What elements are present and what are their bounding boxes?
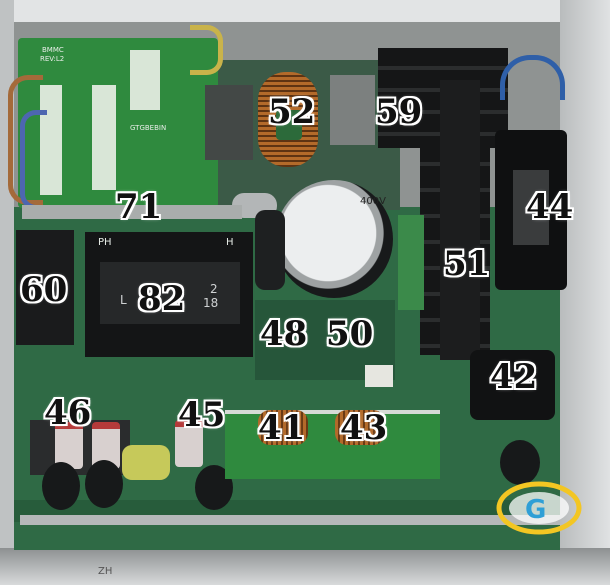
choke-core-44 <box>513 170 549 245</box>
transformer-num-a: 2 <box>210 282 218 296</box>
transformer-code: L <box>120 293 127 307</box>
cap-red-c <box>175 420 203 467</box>
x-capacitor <box>330 75 375 145</box>
transformer-num-b: 18 <box>203 296 219 310</box>
emi-copper-trace-2 <box>92 85 116 190</box>
label-48: 48 <box>260 314 308 354</box>
toroid-core-52 <box>276 110 302 140</box>
standby-transformer-60 <box>16 230 74 345</box>
case-marking: ZH <box>98 566 113 577</box>
insulation-strip-71 <box>22 205 242 219</box>
choke-42 <box>470 350 555 420</box>
chassis-top-edge <box>0 0 610 22</box>
label-45: 45 <box>178 395 226 435</box>
label-59: 59 <box>375 92 423 132</box>
heatsink-base <box>440 80 480 360</box>
connector-white <box>365 365 393 387</box>
emi-board-code: BMMC <box>42 46 64 54</box>
transformer-h: H <box>226 237 234 248</box>
ac-wire-yellow <box>190 25 223 75</box>
transformer-ph: PH <box>98 237 112 248</box>
emi-board-rev: REV:L2 <box>40 55 65 63</box>
inductor-yellow <box>122 445 170 480</box>
label-51: 51 <box>443 244 491 284</box>
cap-black-a <box>42 462 80 510</box>
ac-wire-blue <box>20 110 47 210</box>
chassis-right-wall <box>560 0 610 585</box>
cap-red-a <box>55 422 83 469</box>
label-60: 60 <box>20 270 68 310</box>
cap-black-d <box>500 440 540 485</box>
label-71: 71 <box>115 187 163 227</box>
bulk-capacitor <box>275 180 393 298</box>
svg-text:G: G <box>525 495 546 525</box>
cap-black-b <box>85 460 123 508</box>
bulk-cap-dark <box>255 210 285 290</box>
emi-copper-trace-3 <box>130 50 160 110</box>
inductor-43 <box>335 410 385 445</box>
bulk-cap-voltage: 400V <box>360 196 386 207</box>
label-82: 82 <box>138 279 186 319</box>
wire-blue-right <box>500 55 565 100</box>
label-41: 41 <box>258 408 306 448</box>
label-50: 50 <box>326 314 374 354</box>
pcb-rear-strip <box>20 515 560 525</box>
label-43: 43 <box>340 408 388 448</box>
label-42: 42 <box>490 357 538 397</box>
transformer-core-82 <box>100 262 240 324</box>
chassis-bottom-edge <box>0 548 610 585</box>
label-44: 44 <box>526 187 574 227</box>
label-46: 46 <box>44 393 92 433</box>
relay-box <box>205 85 253 160</box>
emi-part-code: GTGBEBIN <box>130 124 167 132</box>
small-daughterboard <box>398 215 424 310</box>
gecid-logo-icon: G <box>496 481 582 535</box>
inductor-41 <box>258 410 308 445</box>
label-52: 52 <box>268 92 316 132</box>
